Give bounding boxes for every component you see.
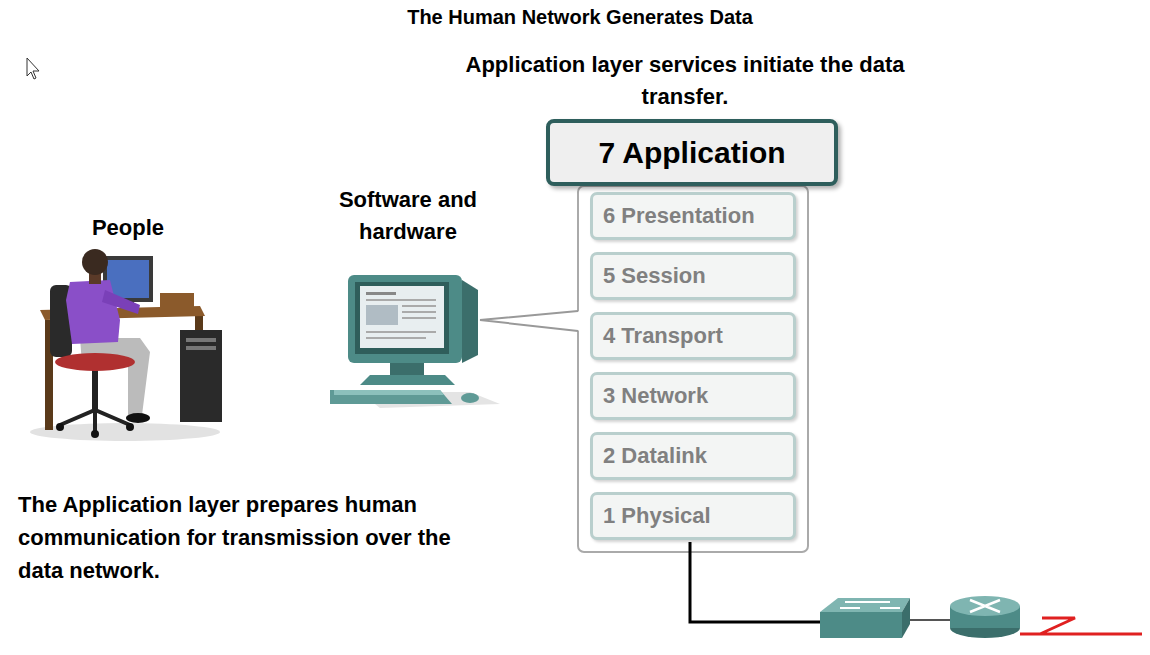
switch-side bbox=[902, 598, 910, 638]
network-cable bbox=[690, 542, 822, 622]
osi-layer-box: 5 Session bbox=[590, 252, 796, 300]
chair-wheel bbox=[56, 423, 64, 431]
crt-screen bbox=[360, 286, 444, 348]
switch-top bbox=[820, 598, 910, 612]
wan-link bbox=[1020, 618, 1142, 634]
screen-line bbox=[402, 317, 436, 319]
layer-name: 2 Datalink bbox=[603, 443, 707, 469]
application-layer-box: 7 Application bbox=[546, 119, 838, 186]
layer-name: 5 Session bbox=[603, 263, 706, 289]
person-torso bbox=[66, 280, 120, 344]
screen-image bbox=[366, 305, 398, 325]
switch-front bbox=[820, 612, 902, 638]
callout-pointer bbox=[480, 311, 583, 331]
osi-layer-box: 4 Transport bbox=[590, 312, 796, 360]
monitor-screen bbox=[107, 260, 149, 298]
keyboard-top bbox=[334, 390, 444, 395]
osi-layer-box: 6 Presentation bbox=[590, 192, 796, 240]
layer-name: 1 Physical bbox=[603, 503, 711, 529]
floor-shadow bbox=[30, 423, 220, 441]
person-head bbox=[82, 249, 108, 275]
osi-layer-box: 2 Datalink bbox=[590, 432, 796, 480]
crt-bezel bbox=[355, 282, 449, 354]
monitor-side bbox=[462, 280, 478, 363]
screen-line bbox=[366, 299, 436, 301]
mouse bbox=[461, 393, 479, 403]
monitor-neck bbox=[390, 363, 424, 375]
network-cable bbox=[908, 619, 952, 621]
chair-base bbox=[60, 410, 130, 432]
screen-line bbox=[402, 305, 436, 307]
chair-wheel bbox=[126, 423, 134, 431]
router-top bbox=[950, 596, 1020, 616]
desk-box bbox=[160, 293, 194, 307]
callout-line bbox=[480, 311, 578, 331]
mouse-cursor bbox=[27, 58, 39, 79]
screen-line bbox=[366, 331, 436, 333]
monitor-base bbox=[360, 375, 455, 385]
layer-name: 4 Transport bbox=[603, 323, 723, 349]
explanation-note: The Application layer prepares human com… bbox=[18, 488, 488, 587]
chair-post bbox=[92, 368, 98, 410]
person-shoe bbox=[126, 413, 150, 423]
pc-tower bbox=[180, 330, 222, 422]
osi-layer-box: 3 Network bbox=[590, 372, 796, 420]
osi-layer-box: 1 Physical bbox=[590, 492, 796, 540]
pc-drive bbox=[186, 338, 216, 342]
layer-panel bbox=[578, 186, 808, 552]
crt-monitor bbox=[348, 275, 462, 363]
screen-line bbox=[366, 292, 396, 295]
chair-wheel bbox=[91, 430, 99, 438]
person-arm bbox=[102, 290, 140, 314]
person-legs bbox=[80, 338, 150, 415]
layer-name: 3 Network bbox=[603, 383, 708, 409]
router-arrows bbox=[970, 600, 1000, 612]
keyboard bbox=[330, 390, 452, 404]
screen-line bbox=[402, 311, 436, 313]
layer-name: 6 Presentation bbox=[603, 203, 755, 229]
pc-drive bbox=[186, 346, 216, 350]
heading-note: Application layer services initiate the … bbox=[450, 49, 920, 113]
figure-label: Software and hardware bbox=[308, 184, 508, 248]
screen-line bbox=[366, 337, 426, 339]
chair-seat bbox=[55, 353, 135, 371]
layer-title: 7 Application bbox=[598, 136, 785, 170]
switch-arrows bbox=[840, 602, 900, 608]
figure-label: People bbox=[58, 213, 198, 243]
diagram-title: The Human Network Generates Data bbox=[300, 4, 860, 30]
